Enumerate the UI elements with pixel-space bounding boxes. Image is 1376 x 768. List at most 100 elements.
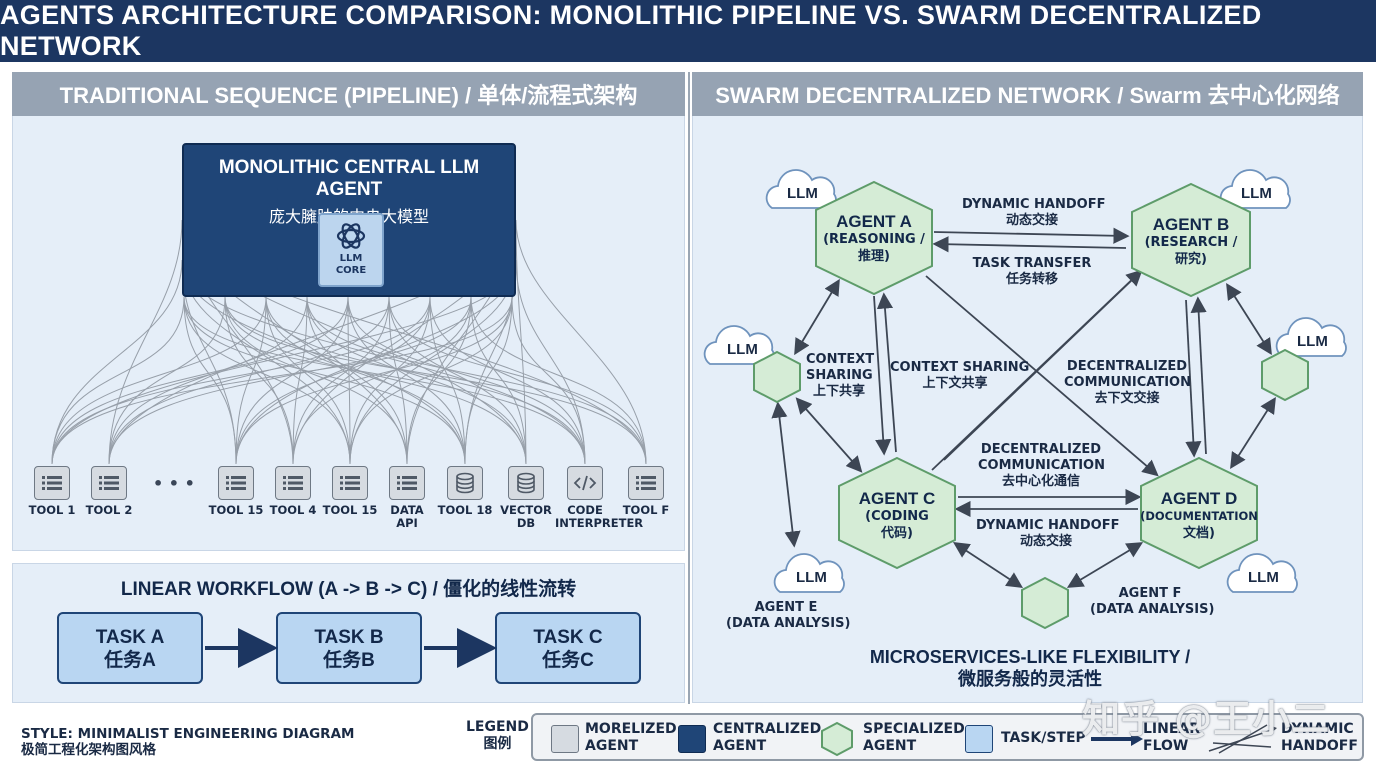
edge-label-ab-handoff: DYNAMIC HANDOFF 动态交接 <box>962 197 1105 229</box>
page-title: AGENTS ARCHITECTURE COMPARISON: MONOLITH… <box>0 0 1376 62</box>
legend-swatch-linear-flow <box>1091 732 1143 746</box>
connection-line <box>108 296 308 465</box>
edge-a-to-d <box>925 275 1159 477</box>
tool-label: TOOL 1 <box>28 503 76 517</box>
connection-line <box>347 296 466 465</box>
swarm-panel-header: SWARM DECENTRALIZED NETWORK / Swarm 去中心化… <box>692 72 1363 116</box>
agent-e-label: AGENT E (DATA ANALYSIS) <box>726 600 850 632</box>
task-a-box: TASK A 任务A <box>57 612 203 684</box>
cloud-icon-b <box>1219 169 1291 209</box>
edge-label-decentral-right-en2: COMMUNICATION <box>1064 375 1191 390</box>
connection-line <box>306 296 527 465</box>
agent-f-hexagon <box>1021 576 1069 630</box>
edge-label-context-left-en2: SHARING <box>806 368 873 383</box>
tool-2: TOOL 2 <box>79 466 139 517</box>
tool-label: TOOL 4 <box>269 503 317 517</box>
tool-label: TOOL 15 <box>322 503 378 517</box>
edge-f-to-c <box>952 542 1024 588</box>
legend-swatch-task <box>965 725 993 753</box>
agent-b-role-cn: 研究) <box>1175 252 1207 267</box>
legend-item-specialized-l2: AGENT <box>863 738 917 754</box>
tool-label: DB <box>516 516 536 530</box>
connection-line <box>515 259 586 465</box>
list-icon <box>332 466 368 500</box>
legend-swatch-morelized <box>551 725 579 753</box>
agent-c-label: AGENT C (CODING 代码) <box>839 489 955 542</box>
agent-a-hexagon <box>815 180 933 296</box>
edge-label-context-left-en1: CONTEXT <box>806 352 875 367</box>
edge-label-decentral-right-cn: 去下文交接 <box>1094 391 1160 406</box>
connection-line <box>235 296 349 465</box>
connection-line <box>51 296 431 465</box>
list-icon <box>218 466 254 500</box>
connection-line <box>108 296 390 465</box>
edge-label-decentral-right: DECENTRALIZED COMMUNICATION 去下文交接 <box>1064 359 1191 407</box>
agent-d-name: AGENT D <box>1160 489 1238 508</box>
legend-item-morelized: MORELIZED AGENT <box>585 721 677 755</box>
edge-left-agent-to-e <box>771 401 801 548</box>
tool-4: TOOL 4 <box>263 466 323 517</box>
connection-line <box>265 296 466 465</box>
core-label-2: CORE <box>335 265 367 276</box>
connection-line <box>183 296 466 465</box>
edge-label-context-left: CONTEXT SHARING 上下共享 <box>806 352 875 400</box>
edge-label-context-mid-cn: 上下文共享 <box>922 376 988 391</box>
legend-swatch-dynamic-handoff <box>1208 724 1277 754</box>
connection-line <box>429 296 466 465</box>
cloud-icon-e <box>773 553 845 593</box>
connection-line <box>51 259 183 465</box>
legend-item-centralized: CENTRALIZED AGENT <box>713 721 821 755</box>
code-icon <box>567 466 603 500</box>
tool-label: CODE <box>567 503 603 517</box>
edge-b-to-c <box>943 279 1133 461</box>
tool-label: TOOL 15 <box>208 503 264 517</box>
legend-swatch-specialized <box>821 721 853 757</box>
connection-line <box>429 296 586 465</box>
edge-right-agent-to-d <box>1230 396 1276 470</box>
llm-label-a: LLM <box>787 185 818 202</box>
agent-right-small-hexagon <box>1261 348 1309 402</box>
agent-d-role-cn: 文档) <box>1183 526 1215 541</box>
connection-line <box>292 296 390 465</box>
cloud-icon-a <box>765 169 837 209</box>
tool-7: TOOL 18 <box>435 466 495 517</box>
edge-label-cd-handoff-en: DYNAMIC HANDOFF <box>976 518 1120 533</box>
llm-label-left: LLM <box>727 341 758 358</box>
edge-label-context-left-cn: 上下共享 <box>812 384 865 399</box>
agent-e-name: AGENT E <box>754 600 818 615</box>
task-b-cn: 任务B <box>323 650 375 671</box>
tool-label: TOOL 2 <box>85 503 133 517</box>
connection-line <box>470 296 527 465</box>
legend-item-task: TASK/STEP <box>1001 730 1086 747</box>
agent-d-role: (DOCUMENTATION <box>1140 509 1258 523</box>
style-note: STYLE: MINIMALIST ENGINEERING DIAGRAM 极简… <box>21 726 354 758</box>
edge-label-ab-handoff-cn: 动态交接 <box>1005 213 1058 228</box>
task-a-cn: 任务A <box>104 650 156 671</box>
legend-title: LEGEND 图例 <box>466 719 529 753</box>
agent-left-small-hexagon <box>753 350 801 404</box>
edge-c-to-a <box>876 292 897 453</box>
legend: MORELIZED AGENT CENTRALIZED AGENT SPECIA… <box>531 713 1364 761</box>
agent-b-name: AGENT B <box>1152 215 1230 234</box>
llm-label-e: LLM <box>796 569 827 586</box>
connection-line <box>349 296 431 465</box>
connection-line <box>108 296 472 465</box>
list-icon <box>275 466 311 500</box>
connection-line <box>306 296 647 465</box>
task-b-box: TASK B 任务B <box>276 612 422 684</box>
legend-item-linear-flow: LINEAR FLOW <box>1143 721 1200 755</box>
legend-item-centralized-l2: AGENT <box>713 738 767 754</box>
connection-line <box>224 296 294 465</box>
edge-label-ab-transfer-cn: 任务转移 <box>1005 272 1058 287</box>
connection-line <box>515 219 647 465</box>
edge-label-context-mid-en: CONTEXT SHARING <box>890 360 1030 375</box>
style-note-en: STYLE: MINIMALIST ENGINEERING DIAGRAM <box>21 726 355 742</box>
connection-line <box>224 296 647 465</box>
connection-line <box>51 296 513 465</box>
connection-line <box>388 296 647 465</box>
agent-a-label: AGENT A (REASONING / 推理) <box>816 212 932 265</box>
legend-item-dynamic-handoff-l2: HANDOFF <box>1281 738 1358 754</box>
core-label-1: LLM <box>339 253 363 264</box>
